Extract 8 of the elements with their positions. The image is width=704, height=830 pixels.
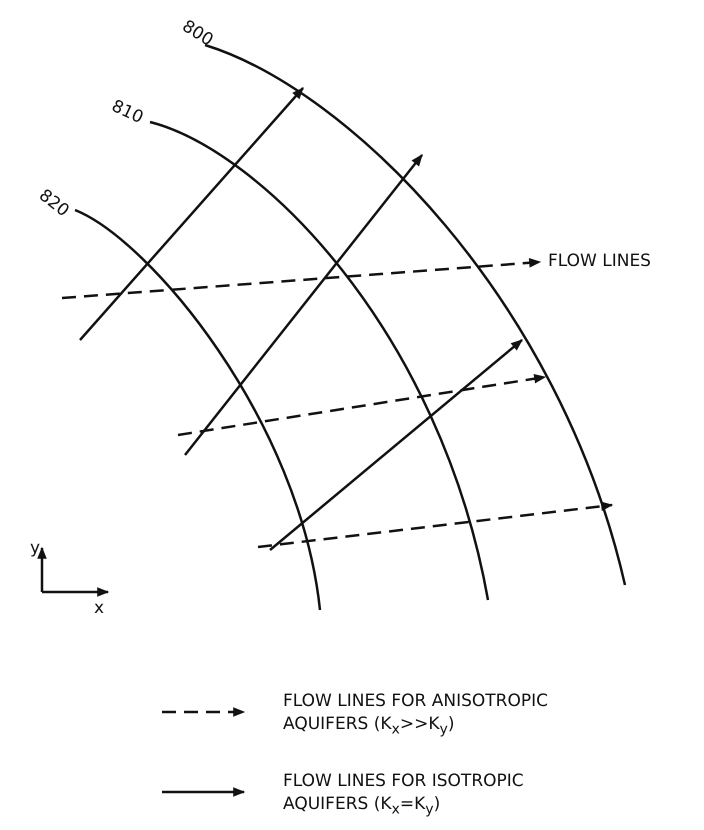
contour-value: 800 — [179, 18, 216, 50]
annotation-text: FLOW LINES — [548, 253, 651, 270]
legend-text: FLOW LINES FOR ANISOTROPIC AQUIFERS (K$_{x}$>>K$_{y}$) — [283, 690, 549, 740]
legend-text: FLOW LINES FOR ISOTROPIC AQUIFERS (K$_{x}$=K$_{y}$) — [283, 770, 525, 820]
axis-label: x — [94, 600, 104, 617]
axis-label: y — [30, 540, 40, 557]
contour-value: 810 — [108, 98, 146, 128]
contour-value: 820 — [36, 187, 72, 220]
